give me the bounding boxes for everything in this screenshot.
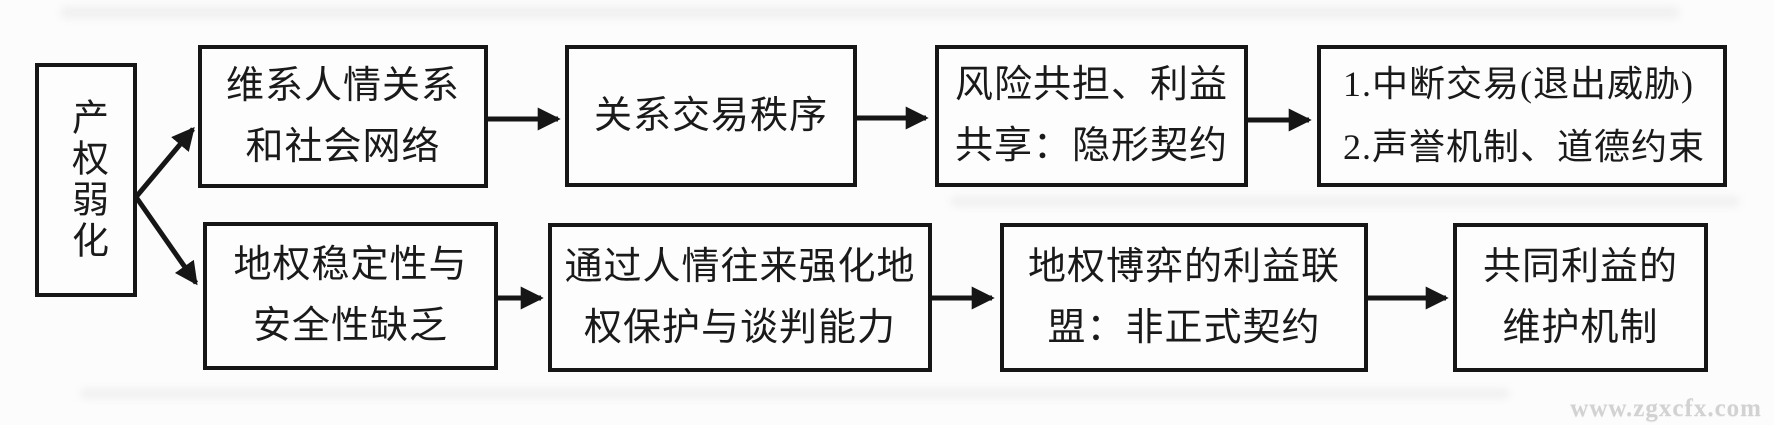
box-risk-sharing-implicit-contract-line2: 共享：隐形契约	[954, 125, 1228, 167]
artifact-band-middle	[950, 196, 1740, 207]
box-land-rights-instability: 地权稳定性与 安全性缺乏	[203, 222, 498, 370]
box-land-rights-instability-line2: 安全性缺乏	[252, 305, 448, 347]
box-relational-transaction-order: 关系交易秩序	[565, 45, 857, 187]
box-interest-alliance-informal-contract-line2: 盟：非正式契约	[1047, 306, 1321, 349]
box-property-rights-weakening: 产权弱化	[35, 63, 137, 297]
box-common-interest-maintenance: 共同利益的 维护机制	[1453, 223, 1708, 372]
box-renqing-social-network: 维系人情关系 和社会网络	[198, 45, 488, 188]
box-sanction-mechanisms: 1.中断交易(退出威胁) 2.声誉机制、道德约束	[1317, 45, 1727, 187]
box-land-rights-instability-line1: 地权稳定性与	[233, 244, 468, 287]
artifact-band-top	[60, 6, 1680, 19]
box-renqing-social-network-line2: 和社会网络	[245, 125, 441, 168]
box-relational-transaction-order-line1: 关系交易秩序	[593, 94, 828, 137]
box-risk-sharing-implicit-contract-line1: 风险共担、利益	[954, 64, 1228, 107]
arrow-root-to-land-rights-instability-icon	[133, 195, 199, 286]
box-sanction-mechanisms-line1: 1.中断交易(退出威胁)	[1343, 64, 1694, 105]
box-interest-alliance-informal-contract: 地权博弈的利益联 盟：非正式契约	[1000, 223, 1368, 372]
arrow-root-to-renqing-network-icon	[134, 126, 195, 199]
box-renqing-strengthen-protection-line2: 权保护与谈判能力	[583, 306, 896, 349]
box-common-interest-maintenance-line2: 维护机制	[1502, 306, 1659, 349]
box-renqing-strengthen-protection-line1: 通过人情往来强化地	[564, 245, 916, 288]
box-interest-alliance-informal-contract-line1: 地权博弈的利益联	[1027, 245, 1340, 288]
box-risk-sharing-implicit-contract: 风险共担、利益 共享：隐形契约	[935, 45, 1248, 187]
watermark-text: www.zgxcfx.com	[1570, 395, 1762, 422]
box-common-interest-maintenance-line1: 共同利益的	[1482, 245, 1678, 288]
box-sanction-mechanisms-line2: 2.声誉机制、道德约束	[1343, 127, 1706, 167]
box-renqing-strengthen-protection: 通过人情往来强化地 权保护与谈判能力	[548, 223, 932, 372]
box-renqing-social-network-line1: 维系人情关系	[225, 64, 460, 107]
artifact-band-bottom	[80, 388, 1510, 399]
box-property-rights-weakening-label: 产权弱化	[65, 98, 107, 262]
